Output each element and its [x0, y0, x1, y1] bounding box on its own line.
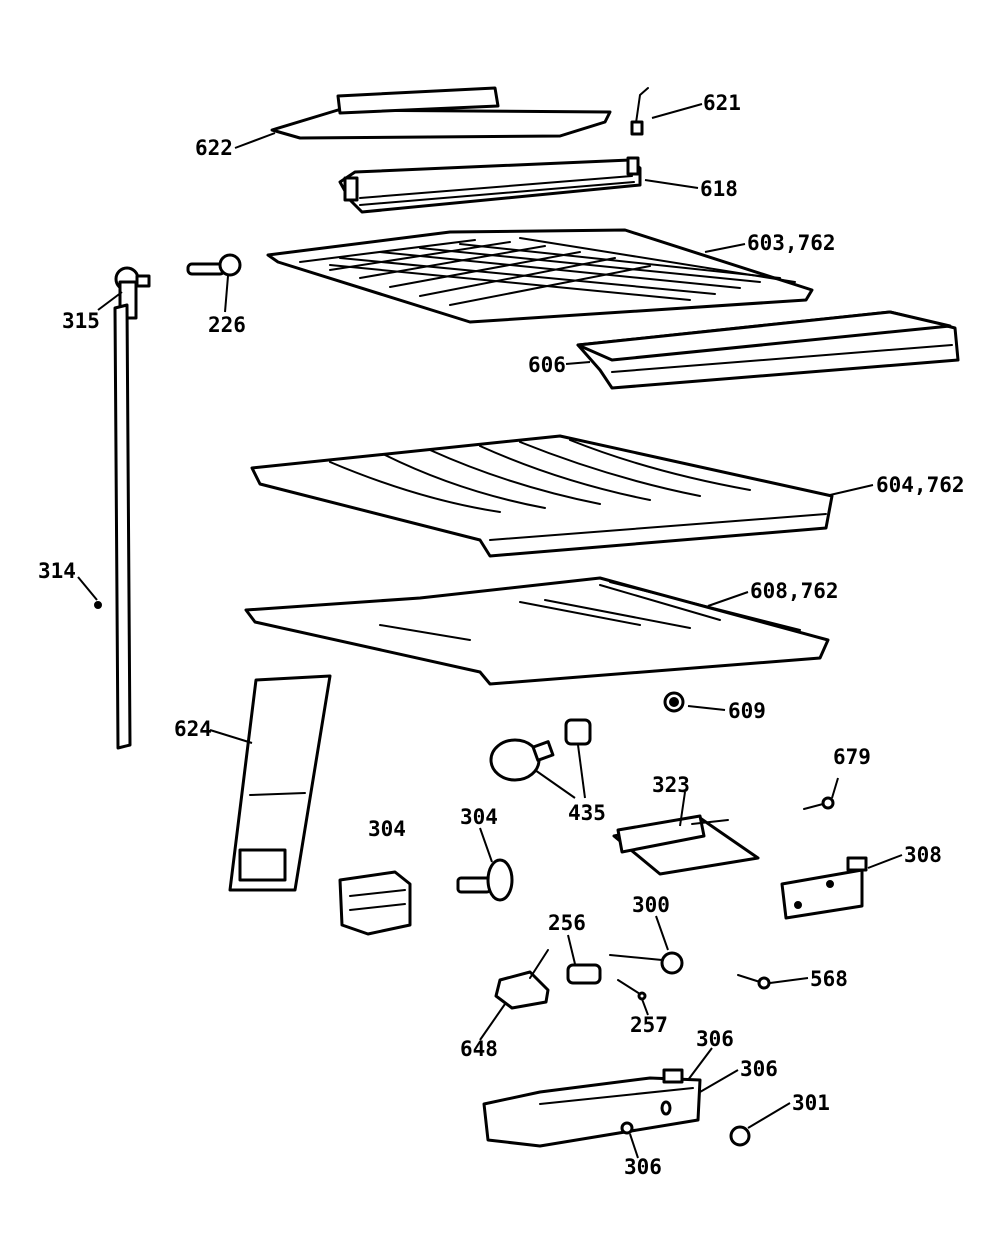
- label-257: 257: [630, 1013, 668, 1037]
- part-435-socket: [564, 718, 592, 746]
- part-624-trim: [228, 674, 332, 892]
- part-622-cover: [270, 86, 612, 140]
- leader-lines: [77, 103, 903, 1159]
- part-226-pin: [186, 253, 242, 277]
- part-568-screw: [737, 974, 771, 990]
- label-622: 622: [195, 136, 233, 160]
- part-323-bracket: [612, 814, 760, 876]
- label-308: 308: [904, 843, 942, 867]
- label-568: 568: [810, 967, 848, 991]
- label-300: 300: [632, 893, 670, 917]
- label-306-top: 306: [696, 1027, 734, 1051]
- label-435: 435: [568, 801, 606, 825]
- part-604-pan: [250, 434, 834, 558]
- part-618-bar: [338, 156, 642, 214]
- label-621: 621: [703, 91, 741, 115]
- label-256: 256: [548, 911, 586, 935]
- label-608-762: 608,762: [750, 579, 839, 603]
- label-301: 301: [792, 1091, 830, 1115]
- part-257-screw: [617, 979, 647, 1001]
- label-606: 606: [528, 353, 566, 377]
- label-315: 315: [62, 309, 100, 333]
- part-306-bracket: [482, 1068, 702, 1148]
- label-306-right: 306: [740, 1057, 778, 1081]
- part-606-shelf: [576, 310, 960, 390]
- label-226: 226: [208, 313, 246, 337]
- part-256-cap: [566, 963, 602, 985]
- label-648: 648: [460, 1037, 498, 1061]
- part-304-switch: [456, 858, 514, 902]
- label-304-switch: 304: [460, 805, 498, 829]
- label-323: 323: [652, 773, 690, 797]
- label-618: 618: [700, 177, 738, 201]
- label-304-housing: 304: [368, 817, 406, 841]
- part-679-screw: [803, 796, 835, 810]
- part-648-switch: [494, 949, 550, 1010]
- label-624: 624: [174, 717, 212, 741]
- label-604-762: 604,762: [876, 473, 965, 497]
- label-603-762: 603,762: [747, 231, 836, 255]
- part-300-knob: [609, 951, 684, 975]
- part-301-nut: [729, 1125, 751, 1147]
- part-435-bulb: [489, 738, 555, 782]
- label-306-bottom: 306: [624, 1155, 662, 1179]
- part-labels: 622 621 618 603,762 315 226 606 604,762 …: [38, 91, 965, 1179]
- label-314: 314: [38, 559, 76, 583]
- part-314-rail: [94, 303, 132, 750]
- part-308-plate: [780, 856, 868, 920]
- part-608-pan: [244, 576, 830, 686]
- part-609-knob: [663, 691, 685, 713]
- part-621-clip: [630, 87, 649, 136]
- part-603-wire-shelf: [266, 228, 814, 324]
- label-609: 609: [728, 699, 766, 723]
- label-679: 679: [833, 745, 871, 769]
- part-304-housing: [338, 870, 412, 936]
